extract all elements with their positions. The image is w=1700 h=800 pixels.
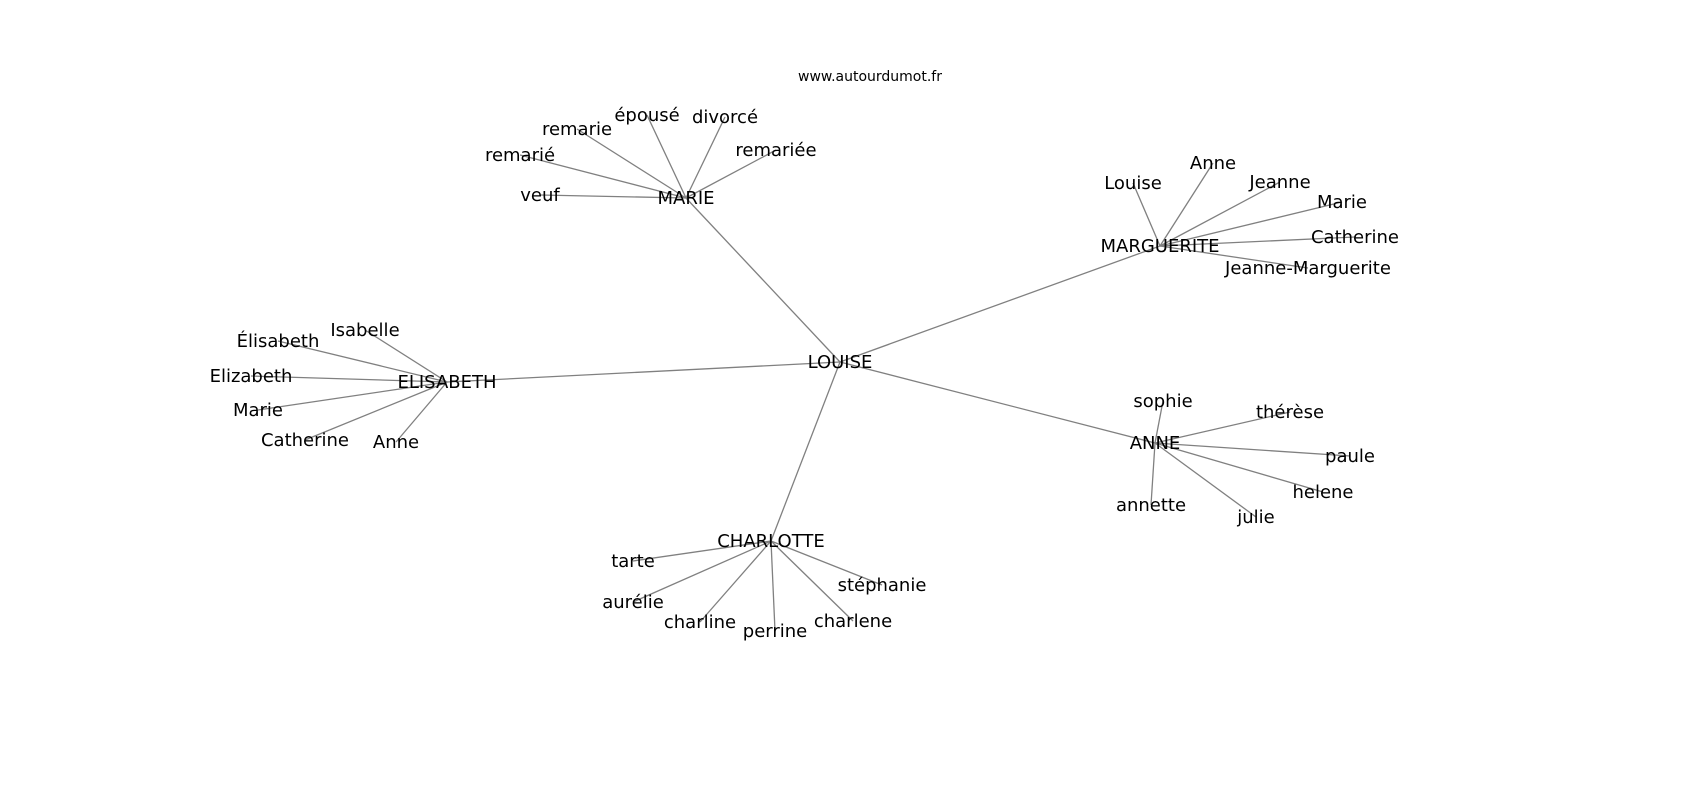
node-leaf[interactable]: Elizabeth (210, 366, 293, 387)
edge-root-hub (685, 197, 841, 363)
node-root[interactable]: LOUISE (808, 352, 873, 373)
edge-hub-leaf (1154, 442, 1257, 518)
edge-hub-leaf (277, 340, 448, 383)
node-hub[interactable]: MARGUERITE (1100, 236, 1219, 257)
node-leaf[interactable]: helene (1292, 482, 1353, 503)
edge-hub-leaf (1159, 245, 1309, 269)
edge-hub-leaf (1159, 236, 1356, 247)
edge-hub-leaf (576, 128, 687, 199)
node-leaf[interactable]: perrine (743, 621, 807, 642)
edge-hub-leaf (304, 381, 448, 441)
edge-hub-leaf (770, 540, 776, 632)
node-leaf[interactable]: Catherine (1311, 227, 1399, 248)
edge-hub-leaf (519, 154, 687, 199)
edge-hub-leaf (1132, 182, 1161, 247)
edge-hub-leaf (250, 375, 448, 383)
edge-hub-leaf (364, 329, 448, 383)
node-leaf[interactable]: Jeanne-Marguerite (1224, 258, 1391, 279)
node-leaf[interactable]: Catherine (261, 430, 349, 451)
edge-hub-leaf (1154, 411, 1291, 444)
edge-hub-leaf (1159, 162, 1214, 247)
edge-hub-leaf (539, 194, 687, 199)
node-leaf[interactable]: charlene (814, 611, 892, 632)
node-leaf[interactable]: julie (1236, 507, 1275, 528)
node-leaf[interactable]: charline (664, 612, 736, 633)
edge-hub-leaf (1159, 201, 1343, 247)
edge-hub-leaf (1154, 400, 1164, 444)
edge-hub-leaf (632, 540, 772, 562)
edge-hub-leaf (632, 540, 772, 603)
edge-hub-leaf (646, 114, 687, 199)
node-leaf[interactable]: thérèse (1256, 402, 1324, 423)
edge-hub-leaf (770, 540, 854, 622)
edge-hub-leaf (685, 149, 777, 199)
edge-hub-leaf (1154, 442, 1324, 493)
edge-hub-leaf (257, 381, 448, 411)
node-leaf[interactable]: Jeanne (1248, 172, 1310, 193)
node-leaf[interactable]: aurélie (602, 592, 664, 613)
node-hub[interactable]: CHARLOTTE (717, 531, 825, 552)
edge-hub-leaf (685, 116, 726, 199)
edge-hub-leaf (1159, 181, 1281, 247)
edge-hub-leaf (1154, 442, 1351, 457)
edge-hub-leaf (699, 540, 772, 623)
node-leaf[interactable]: Louise (1104, 173, 1162, 194)
node-leaf[interactable]: Anne (373, 432, 419, 453)
edge-root-hub (839, 245, 1161, 363)
node-leaf[interactable]: Marie (1317, 192, 1367, 213)
node-leaf[interactable]: veuf (520, 185, 560, 206)
edge-hub-leaf (1150, 442, 1156, 506)
node-hub[interactable]: ELISABETH (397, 372, 496, 393)
node-leaf[interactable]: Isabelle (330, 320, 399, 341)
node-leaf[interactable]: épousé (614, 105, 679, 126)
edge-hub-leaf (395, 381, 448, 443)
edge-root-hub (839, 361, 1156, 444)
node-leaf[interactable]: Marie (233, 400, 283, 421)
node-leaf[interactable]: remarié (485, 145, 555, 166)
site-title: www.autourdumot.fr (798, 69, 942, 85)
node-leaf[interactable]: Anne (1190, 153, 1236, 174)
node-leaf[interactable]: tarte (611, 551, 655, 572)
node-leaf[interactable]: remarie (542, 119, 612, 140)
node-leaf[interactable]: divorcé (692, 107, 758, 128)
node-leaf[interactable]: Élisabeth (237, 330, 320, 352)
node-leaf[interactable]: sophie (1133, 391, 1192, 412)
edge-root-hub (446, 361, 841, 383)
edge-hub-leaf (770, 540, 883, 586)
node-leaf[interactable]: remariée (735, 140, 816, 161)
edge-root-hub (770, 361, 841, 542)
node-hub[interactable]: ANNE (1130, 433, 1181, 454)
node-leaf[interactable]: stéphanie (838, 575, 927, 596)
node-hub[interactable]: MARIE (657, 188, 714, 209)
node-leaf[interactable]: paule (1325, 446, 1375, 467)
node-leaf[interactable]: annette (1116, 495, 1186, 516)
